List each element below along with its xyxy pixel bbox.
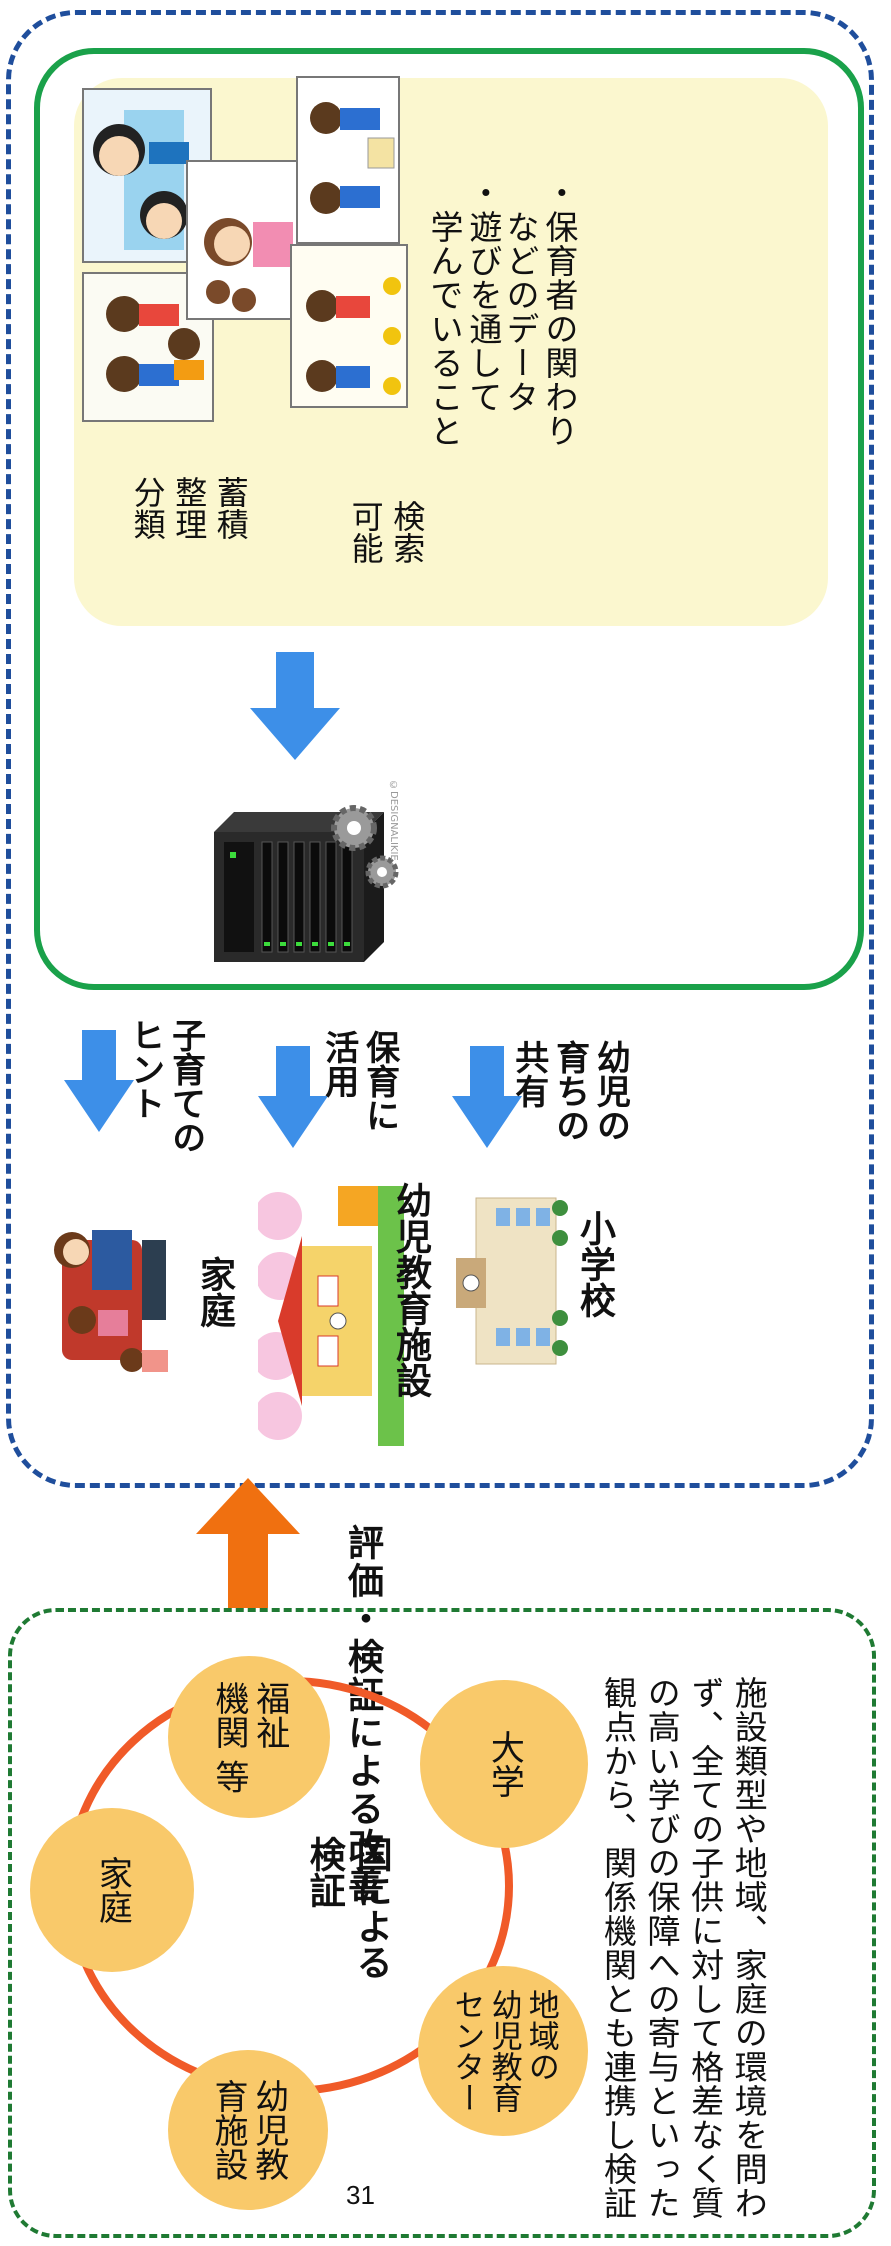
server-icon xyxy=(214,805,399,962)
arrow-label-home: 子育ての ヒント xyxy=(124,1018,206,1154)
data-system-frame xyxy=(34,48,864,990)
verification-description: 施設類型や地域、家庭の環境を問わず、全ての子供に対して格差なく質の高い学びの保障… xyxy=(598,1676,769,2220)
data-flow-frame xyxy=(6,10,874,1488)
target-kindergarten: 幼児教育施設 xyxy=(390,1182,431,1398)
down-arrow-icon xyxy=(64,1030,134,1132)
arrow-label-school: 幼児の 育ちの 共有 xyxy=(508,1040,631,1142)
family-icon xyxy=(54,1230,168,1372)
bullet-learning-through-play: ・遊びを通して 学んでいること xyxy=(424,176,503,448)
kindergarten-icon xyxy=(258,1186,404,1446)
improvement-label: 評価・検証による改善 xyxy=(342,1524,383,1904)
down-arrow-icon xyxy=(258,1046,328,1148)
school-icon xyxy=(456,1197,568,1365)
drawing-photo xyxy=(296,76,400,244)
node-welfare: 福祉 機関 等 xyxy=(168,1656,330,1818)
watermark: ©DESIGNALIKIE xyxy=(388,780,399,861)
target-school: 小学校 xyxy=(574,1210,615,1318)
target-home: 家庭 xyxy=(194,1256,235,1328)
down-arrow-icon xyxy=(452,1046,522,1148)
process-right-label: 検索 可能 xyxy=(346,500,427,564)
node-home: 家庭 xyxy=(30,1808,194,1972)
bullet-teacher-involvement: ・保育者の関わり などのデータ xyxy=(500,176,579,448)
arrow-label-facility: 保育に 活用 xyxy=(318,1030,400,1132)
up-arrow-icon xyxy=(196,1478,300,1608)
flowers-photo xyxy=(290,244,408,408)
node-university: 大学 xyxy=(420,1680,588,1848)
teacher-photo xyxy=(186,160,310,320)
page-number: 31 xyxy=(346,2180,375,2210)
node-facility: 幼児教 育施設 xyxy=(168,2050,328,2210)
node-regional-center: 地域の 幼児教育 センター xyxy=(418,1966,588,2136)
verification-center-label: 国による 検証 xyxy=(303,1836,392,1980)
verification-frame xyxy=(8,1608,876,2238)
down-arrow-icon xyxy=(250,652,340,760)
process-left-label: 蓄積 整理 分類 xyxy=(128,476,250,540)
